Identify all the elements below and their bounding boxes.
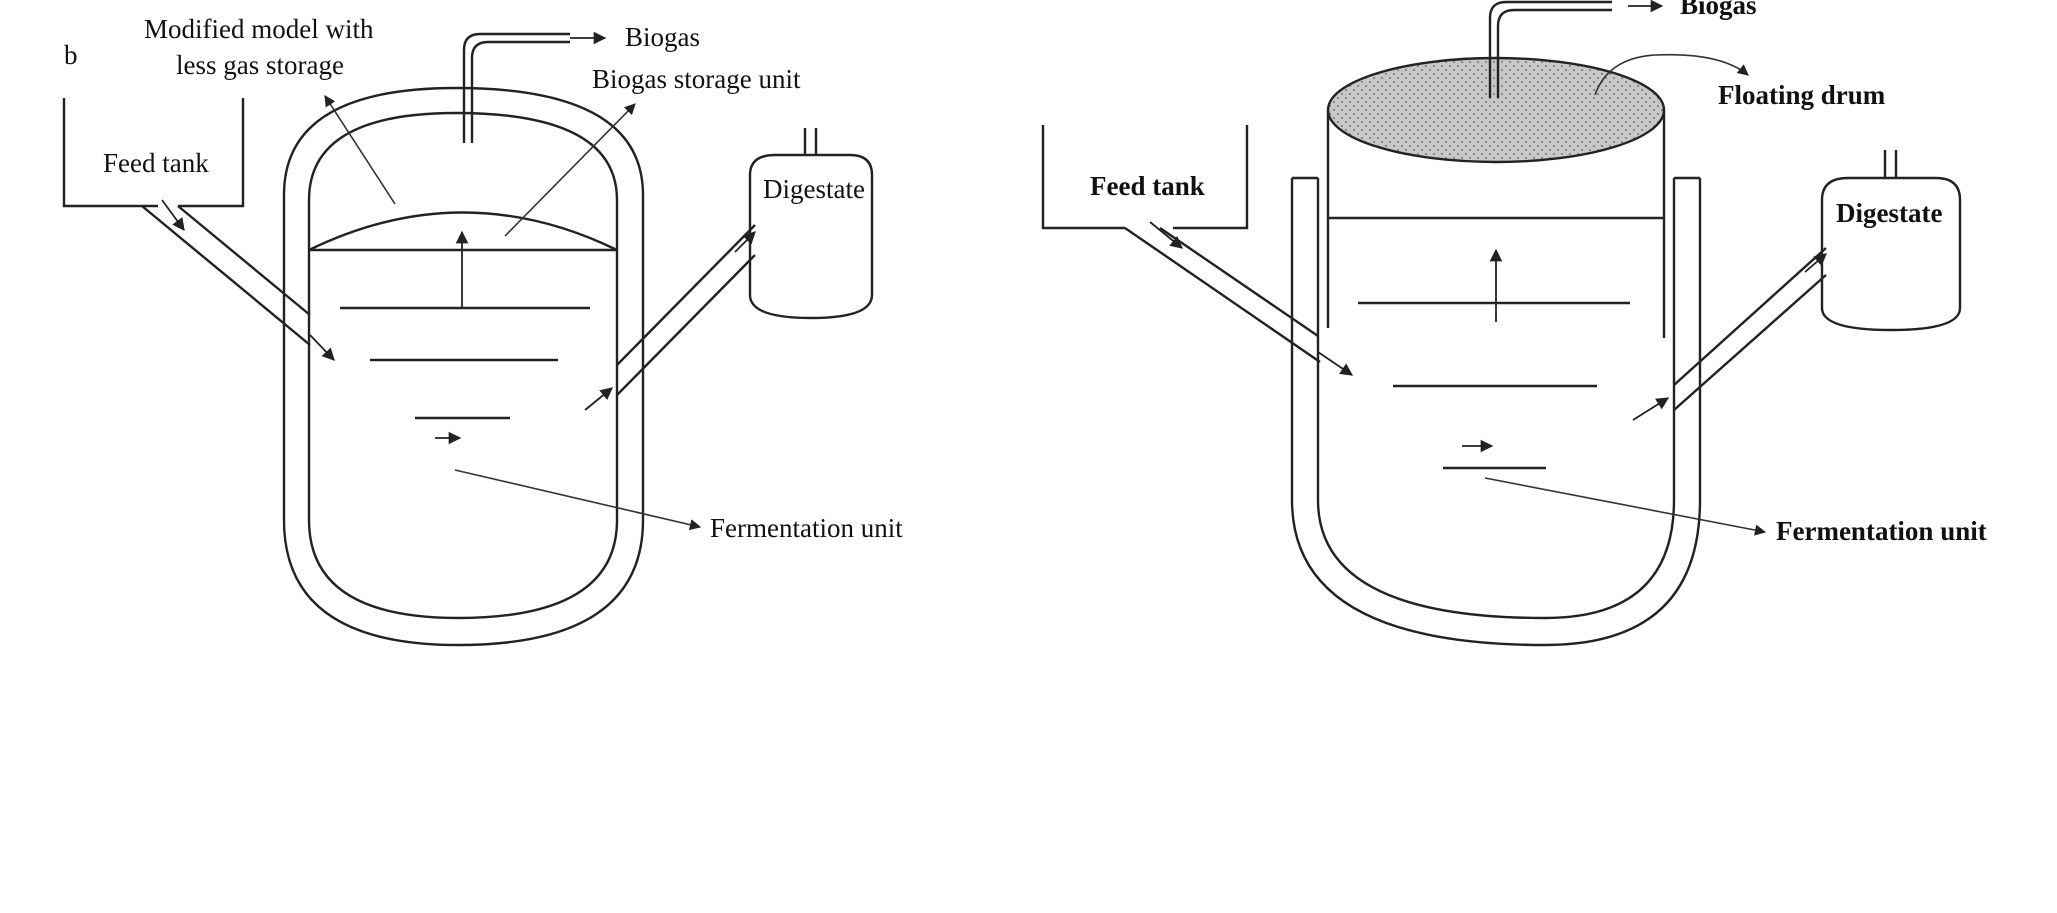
panel-b-level-lines [340,230,590,445]
panel-c-drum-top [1326,56,1666,164]
panel-c-digestate-label: Digestate [1836,198,1942,228]
panel-c: Feed tank Biogas [1041,0,1987,647]
panel-b: b Feed tank Biogas [62,14,903,647]
panel-b-biogas-pipe: Biogas [462,22,700,143]
panel-c-floating-drum-label: Floating drum [1718,80,1886,110]
panel-c-fermentation-unit: Fermentation unit [1484,477,1987,546]
panel-b-fermentation-unit-label: Fermentation unit [710,513,903,543]
panel-c-feed-tank: Feed tank [1041,125,1249,230]
panel-b-storage-unit-label: Biogas storage unit [592,64,801,94]
panel-c-outlet-pipe [1632,247,1827,421]
panel-b-inlet-arrow-2 [309,334,335,361]
panel-b-model-note: Modified model with less gas storage [144,14,396,205]
panel-c-level-lines [1358,248,1630,470]
panel-b-letter: b [64,40,78,70]
panel-c-biogas-pipe: Biogas [1488,0,1757,98]
panel-c-digester-vessel [1290,176,1702,647]
panel-b-gas-dome [308,211,618,252]
panel-b-model-note-line1: Modified model with [144,14,374,44]
panel-b-digestate-tank: Digestate [748,128,874,320]
panel-c-digestate-tank: Digestate [1820,150,1962,332]
panel-b-storage-unit: Biogas storage unit [504,64,801,237]
panel-b-feed-tank: Feed tank [62,98,245,208]
panel-b-inlet-pipe [141,199,335,361]
panel-b-model-note-line2: less gas storage [176,50,344,80]
panel-b-feed-tank-label: Feed tank [103,148,209,178]
panel-c-biogas-label: Biogas [1680,0,1757,20]
panel-c-feed-tank-label: Feed tank [1090,171,1205,201]
panel-c-floating-drum [1326,56,1666,338]
panel-b-digestate-label: Digestate [763,174,865,204]
panel-b-digester-vessel [282,86,645,647]
panel-c-fermentation-unit-label: Fermentation unit [1776,516,1987,546]
panel-b-biogas-label: Biogas [625,22,700,52]
panel-c-floating-drum-callout: Floating drum [1594,53,1886,110]
panel-b-fermentation-unit: Fermentation unit [454,469,903,543]
panel-b-outlet-pipe [584,224,756,411]
panel-b-inlet-arrow-1 [161,199,185,232]
